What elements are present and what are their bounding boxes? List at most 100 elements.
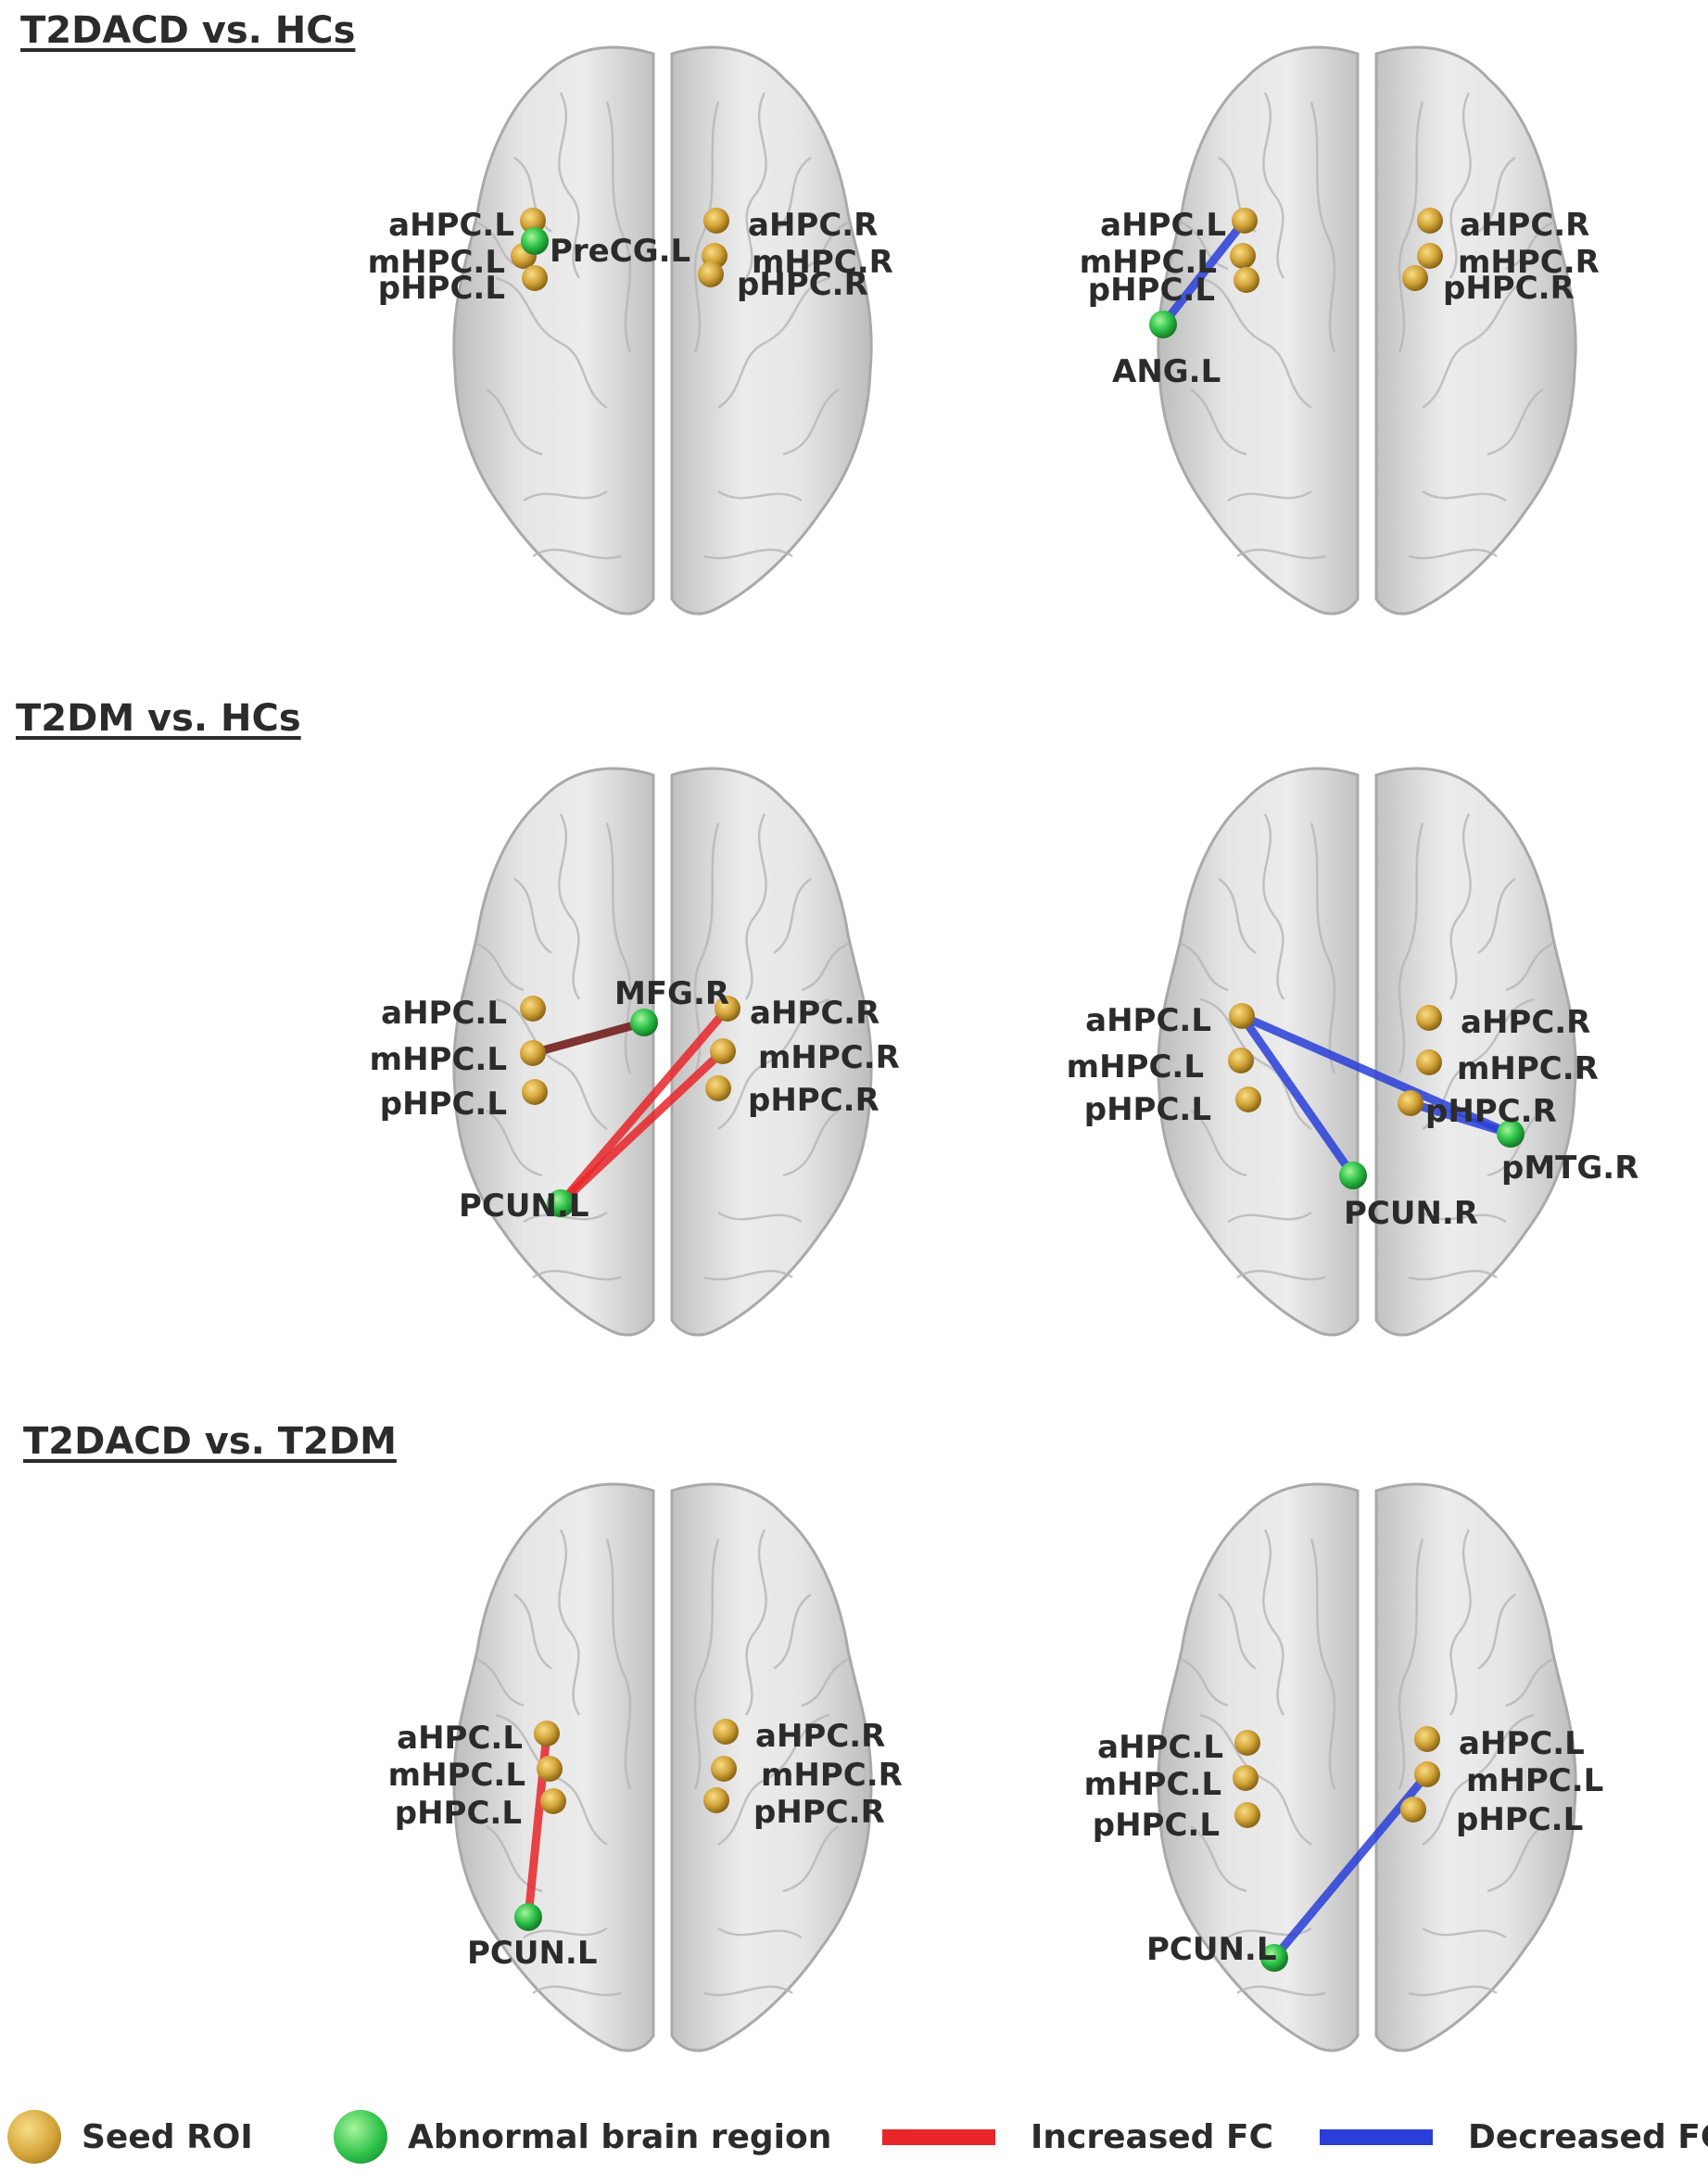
gyrus-line: [1236, 1985, 1326, 1997]
gyrus-line: [476, 1658, 525, 1708]
gyrus-line: [1181, 942, 1229, 992]
gyrus-line: [1487, 1824, 1544, 1893]
gyrus-line: [717, 489, 803, 502]
gyrus-line: [801, 221, 849, 271]
node-label: aHPC.R: [755, 1718, 885, 1755]
node-label: ANG.L: [1112, 353, 1221, 390]
gyrus-line: [1190, 1824, 1247, 1893]
gyrus-line: [1408, 1269, 1498, 1281]
gyrus-line: [513, 1593, 552, 1670]
node-label: mHPC.R: [761, 1757, 903, 1794]
brain-hemisphere: [1157, 767, 1360, 1337]
gyrus-line: [476, 942, 525, 992]
seed-roi-node: [534, 1721, 560, 1746]
node-label: aHPC.L: [1459, 1725, 1585, 1762]
node-label: aHPC.R: [748, 207, 878, 244]
seed-roi-node: [1233, 1765, 1259, 1791]
gyrus-line: [782, 1824, 840, 1893]
node-label: mHPC.L: [1466, 1762, 1603, 1799]
gyrus-line: [1262, 813, 1285, 1000]
abnormal-region-node: [630, 1009, 658, 1036]
gyrus-line: [1477, 156, 1516, 234]
gyrus-line: [1398, 822, 1424, 1074]
node-label: aHPC.R: [1460, 207, 1589, 244]
gyrus-line: [1408, 548, 1498, 560]
node-label: aHPC.L: [397, 1720, 523, 1757]
gyrus-line: [703, 548, 793, 560]
gyrus-line: [1309, 101, 1336, 353]
gyrus-line: [1227, 1926, 1312, 1939]
gyrus-line: [1181, 1658, 1229, 1708]
seed-roi-node: [520, 208, 546, 234]
abnormal-region-node: [1497, 1120, 1525, 1148]
section-title-t2dacd-vs-hcs: T2DACD vs. HCs: [20, 9, 356, 52]
hemisphere-outline: [1374, 45, 1577, 616]
gyrus-line: [717, 276, 830, 410]
node-label: aHPC.R: [750, 995, 879, 1032]
gyrus-line: [1190, 1109, 1247, 1177]
gyrus-line: [1449, 1529, 1472, 1716]
seed-roi-node: [698, 261, 724, 287]
gyrus-line: [1181, 221, 1229, 271]
hemisphere-outline: [1157, 767, 1360, 1337]
legend-swatch-abnormal: [334, 2110, 387, 2164]
legend-label: Abnormal brain region: [408, 2117, 832, 2156]
gyrus-line: [1398, 1538, 1424, 1790]
gyrus-line: [1477, 1593, 1516, 1670]
node-label: mHPC.R: [752, 244, 893, 281]
node-label: pHPC.R: [1425, 1093, 1557, 1130]
seed-roi-node: [1414, 1726, 1440, 1752]
section-title-t2dm-vs-hcs: T2DM vs. HCs: [16, 697, 301, 740]
abnormal-region-node: [1339, 1162, 1367, 1189]
seed-roi-node: [713, 1719, 739, 1745]
seed-roi-node: [1232, 208, 1258, 234]
seed-roi-node: [1398, 1090, 1423, 1116]
gyrus-line: [1408, 1985, 1498, 1997]
seed-roi-node: [711, 1756, 737, 1782]
brain-hemisphere: [1374, 45, 1577, 616]
seed-roi-node: [705, 1075, 731, 1101]
seed-roi-node: [703, 208, 729, 234]
seed-roi-node: [540, 1788, 566, 1814]
node-label: MFG.R: [614, 975, 729, 1012]
legend-label: Decreased FC: [1468, 2117, 1708, 2156]
seed-roi-node: [1417, 243, 1443, 269]
gyrus-line: [1218, 877, 1257, 955]
gyrus-line: [1505, 221, 1553, 271]
seed-roi-node: [710, 1038, 736, 1064]
node-label: pHPC.L: [395, 1795, 522, 1832]
gyrus-line: [1422, 489, 1507, 502]
gyrus-line: [1227, 489, 1312, 502]
legend-label: Seed ROI: [82, 2117, 253, 2156]
seed-roi-node: [1414, 1761, 1440, 1787]
seed-roi-node: [1400, 1797, 1426, 1823]
gyrus-line: [744, 813, 767, 1000]
hemisphere-outline: [670, 767, 873, 1337]
seed-roi-node: [1229, 1003, 1255, 1029]
seed-roi-node: [537, 1756, 563, 1782]
node-label: aHPC.R: [1461, 1004, 1590, 1041]
node-label: PCUN.L: [467, 1935, 598, 1972]
abnormal-region-node: [547, 1189, 575, 1217]
gyrus-line: [1487, 1109, 1544, 1177]
gyrus-line: [1199, 276, 1312, 410]
legend-swatch-decreased: [1320, 2128, 1433, 2145]
gyrus-line: [1477, 877, 1516, 955]
gyrus-line: [1505, 942, 1553, 992]
node-label: aHPC.L: [1097, 1729, 1223, 1766]
gyrus-line: [703, 1269, 793, 1281]
gyrus-line: [773, 1593, 812, 1670]
seed-roi-node: [1416, 1049, 1442, 1075]
gyrus-line: [1199, 1713, 1312, 1847]
gyrus-line: [717, 1713, 830, 1847]
gyrus-line: [801, 942, 849, 992]
legend-label: Increased FC: [1031, 2117, 1273, 2156]
gyrus-line: [782, 1109, 840, 1177]
gyrus-line: [1190, 387, 1247, 456]
node-label: pHPC.L: [1088, 272, 1215, 309]
fc-edge-decreased: [1237, 1011, 1358, 1180]
fc-edge-increased-dark: [528, 1018, 649, 1058]
gyrus-line: [1199, 997, 1312, 1131]
node-label: aHPC.L: [381, 995, 507, 1032]
